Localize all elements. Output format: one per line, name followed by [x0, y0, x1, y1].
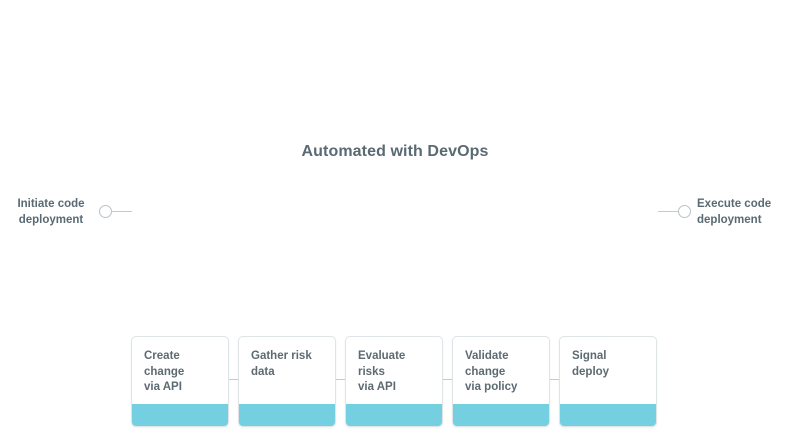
flow-step-accent-bar-3 [346, 404, 442, 426]
flow-step-label-5: Signal deploy [572, 350, 610, 378]
circle-node-icon-end [678, 205, 691, 218]
circle-node-icon-start [99, 205, 112, 218]
connector-line-start [112, 211, 132, 213]
flow-step-label-1: Create change via API [144, 350, 185, 393]
connector-line-3-4 [443, 379, 452, 381]
diagram-title: Automated with DevOps [301, 143, 489, 160]
flow-step-card-3[interactable]: Evaluate risks via API [345, 336, 443, 427]
flow-step-label-3: Evaluate risks via API [358, 350, 406, 393]
flow-step-accent-bar-4 [453, 404, 549, 426]
connector-line-4-5 [550, 379, 559, 381]
flow-step-label-4: Validate change via policy [465, 350, 518, 393]
flow-step-label-2: Gather risk data [251, 350, 312, 378]
start-node-label: Initiate code deployment [17, 198, 85, 226]
connector-line-2-3 [336, 379, 345, 381]
connector-line-1-2 [229, 379, 238, 381]
flow-step-accent-bar-1 [132, 404, 228, 426]
end-node-label: Execute code deployment [697, 198, 772, 226]
flow-step-accent-bar-5 [560, 404, 656, 426]
flow-step-card-2[interactable]: Gather risk data [238, 336, 336, 427]
flow-step-card-5[interactable]: Signal deploy [559, 336, 657, 427]
flow-step-card-4[interactable]: Validate change via policy [452, 336, 550, 427]
flow-step-accent-bar-2 [239, 404, 335, 426]
connector-line-end [658, 211, 678, 213]
flow-step-card-1[interactable]: Create change via API [131, 336, 229, 427]
flow-steps-row: Create change via API Gather risk data E… [0, 168, 790, 427]
